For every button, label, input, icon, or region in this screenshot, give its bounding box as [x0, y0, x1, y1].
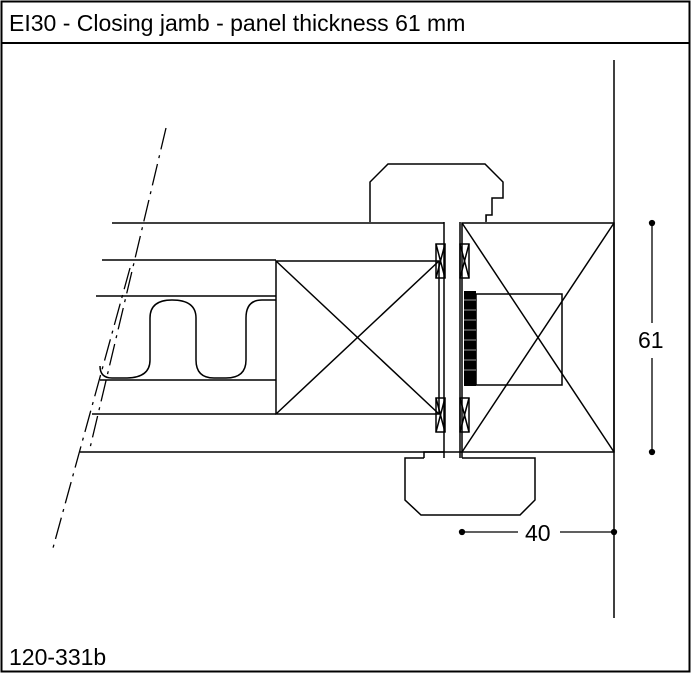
insulation-curve	[99, 299, 276, 379]
panel-section	[80, 222, 444, 453]
frame-profile	[461, 222, 615, 453]
drawing-title: EI30 - Closing jamb - panel thickness 61…	[9, 10, 466, 36]
drawing-code: 120-331b	[9, 644, 107, 670]
depth-label: 40	[525, 520, 551, 546]
intumescent-strip	[464, 291, 476, 386]
seal-crosses	[435, 243, 470, 433]
break-line-upper	[89, 127, 167, 449]
lower-leaf-profile	[404, 457, 536, 516]
break-line-lower	[52, 267, 131, 549]
dimension-thickness	[648, 219, 656, 456]
upper-leaf-profile	[369, 163, 504, 222]
dimension-depth	[458, 528, 618, 536]
thickness-label: 61	[638, 327, 664, 353]
